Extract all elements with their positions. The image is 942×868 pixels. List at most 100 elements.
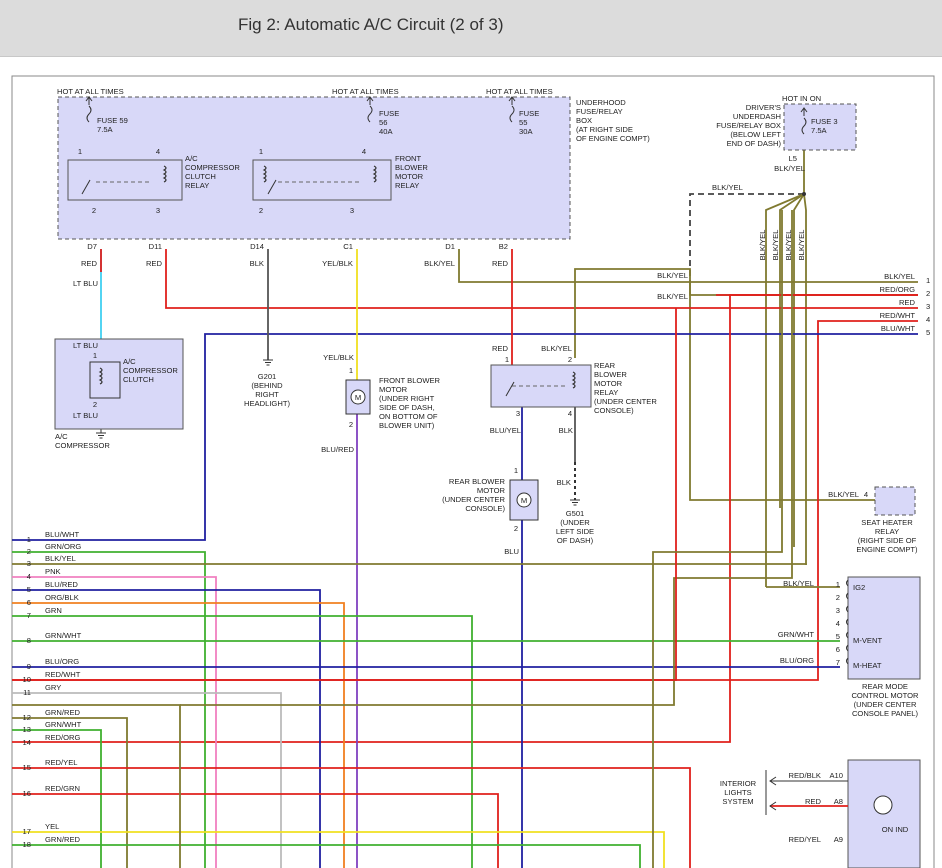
interior-pin: A8 bbox=[834, 797, 843, 806]
wire-color-label: GRN/WHT bbox=[778, 630, 815, 639]
wire-color-label: BLU/YEL bbox=[490, 426, 521, 435]
seat-heater-label: RELAY bbox=[875, 527, 899, 536]
hot-label: HOT AT ALL TIMES bbox=[332, 87, 399, 96]
wire-color-label: BLK/YEL bbox=[784, 230, 793, 261]
g501-label: (UNDER bbox=[560, 518, 590, 527]
wire-color-label: BLK bbox=[250, 259, 264, 268]
indicator-lamp-icon bbox=[873, 795, 893, 815]
header-bar: Fig 2: Automatic A/C Circuit (2 of 3) bbox=[0, 0, 942, 57]
left-connector-pin: 10 bbox=[23, 675, 31, 684]
left-connector-wire: RED/GRN bbox=[45, 784, 80, 793]
left-connector-wire: GRN/WHT bbox=[45, 631, 82, 640]
dash-box-label: (BELOW LEFT bbox=[730, 130, 781, 139]
wire-color-label: BLK/YEL bbox=[771, 230, 780, 261]
fuse-55-label: FUSE bbox=[519, 109, 539, 118]
wire-color-label: BLK bbox=[557, 478, 571, 487]
wire-color-label: BLK/YEL bbox=[712, 183, 743, 192]
wire-color-label: YEL/BLK bbox=[322, 259, 353, 268]
left-wire bbox=[12, 844, 641, 868]
wire-feeder bbox=[180, 210, 793, 706]
mode-motor-label: CONTROL MOTOR bbox=[851, 691, 919, 700]
right-connector-pin: 5 bbox=[926, 328, 930, 337]
wire-color-label: BLK/YEL bbox=[657, 292, 688, 301]
g201-label: G201 bbox=[258, 372, 277, 381]
right-connector-wire: BLK/YEL bbox=[884, 272, 915, 281]
right-connector-wire: RED/ORG bbox=[880, 285, 916, 294]
fuse-box-location: (AT RIGHT SIDE bbox=[576, 125, 633, 134]
left-connector-wire: GRN/RED bbox=[45, 708, 81, 717]
pin-number: 1 bbox=[259, 147, 263, 156]
left-connector-pin: 11 bbox=[23, 688, 31, 697]
wire-color-label: BLK bbox=[559, 426, 573, 435]
pin-socket bbox=[846, 618, 849, 626]
wire-color-label: RED bbox=[146, 259, 163, 268]
fuse-56-label: 40A bbox=[379, 127, 393, 136]
rear-motor-icon bbox=[516, 492, 532, 508]
left-wire bbox=[12, 576, 217, 868]
relay-switch bbox=[81, 179, 91, 195]
hot-label: HOT AT ALL TIMES bbox=[486, 87, 553, 96]
pin-number: 3 bbox=[516, 409, 520, 418]
relay1-label: A/C bbox=[185, 154, 198, 163]
mode-motor-pin: 1 bbox=[836, 580, 840, 589]
relay-coil-icon bbox=[162, 165, 167, 183]
fuse-56-label: 56 bbox=[379, 118, 387, 127]
wire-color-label: BLK/YEL bbox=[797, 230, 806, 261]
interior-pin: A10 bbox=[829, 771, 843, 780]
left-wire bbox=[12, 717, 128, 868]
left-connector-pin: 4 bbox=[27, 572, 31, 581]
pin-number: 1 bbox=[78, 147, 82, 156]
left-connector-pin: 5 bbox=[27, 585, 31, 594]
relay2-label: RELAY bbox=[395, 181, 419, 190]
right-connector-pin: 2 bbox=[926, 289, 930, 298]
wire-blk-yel bbox=[765, 193, 805, 587]
fuse-box-location: UNDERHOOD bbox=[576, 98, 626, 107]
wire-color-label: BLK/YEL bbox=[828, 490, 859, 499]
connector-id: D11 bbox=[149, 242, 162, 251]
fuse-55-icon bbox=[509, 105, 515, 123]
arrow-left-icon bbox=[769, 801, 777, 811]
interior-lights-label: SYSTEM bbox=[722, 797, 753, 806]
left-wire bbox=[12, 793, 499, 868]
wire-color-label: BLK/YEL bbox=[424, 259, 455, 268]
relay-switch bbox=[267, 179, 277, 195]
left-connector-pin: 14 bbox=[23, 738, 31, 747]
pin-number: 3 bbox=[156, 206, 160, 215]
arrow-left-icon bbox=[769, 776, 777, 786]
relay1-label: COMPRESSOR bbox=[185, 163, 240, 172]
fuse-56-icon bbox=[367, 105, 373, 123]
compressor-label: A/C bbox=[123, 357, 136, 366]
left-connector-pin: 2 bbox=[27, 547, 31, 556]
g501-label: OF DASH) bbox=[557, 536, 594, 545]
left-wire bbox=[12, 589, 321, 868]
fuse-box-location: FUSE/RELAY bbox=[576, 107, 623, 116]
connector-id: D1 bbox=[445, 242, 455, 251]
relay2-label: BLOWER bbox=[395, 163, 428, 172]
pin-socket bbox=[846, 644, 849, 652]
mode-motor-pin: 5 bbox=[836, 632, 840, 641]
right-connector-pin: 4 bbox=[926, 315, 930, 324]
fuse-3-label: 7.5A bbox=[811, 126, 828, 135]
left-connector-wire: BLK/YEL bbox=[45, 554, 76, 563]
connector-id: D7 bbox=[87, 242, 97, 251]
relay-coil-icon bbox=[571, 371, 576, 389]
left-connector-pin: 15 bbox=[23, 763, 31, 772]
left-wire bbox=[12, 602, 345, 868]
wire-blk-yel-long bbox=[652, 210, 783, 868]
wire-color-label: BLK/YEL bbox=[758, 230, 767, 261]
left-connector-pin: 17 bbox=[23, 827, 31, 836]
mode-motor-label: CONSOLE PANEL) bbox=[852, 709, 919, 718]
wire-color-label: RED bbox=[492, 344, 509, 353]
left-connector-pin: 12 bbox=[23, 713, 31, 722]
left-connector-pin: 8 bbox=[27, 636, 31, 645]
compressor-caption: COMPRESSOR bbox=[55, 441, 110, 450]
pin-number: 4 bbox=[568, 409, 572, 418]
mode-terminal: M-VENT bbox=[853, 636, 882, 645]
left-wire bbox=[12, 692, 282, 868]
wire-blu-wht-right-5 bbox=[12, 333, 918, 541]
left-connector-pin: 13 bbox=[23, 725, 31, 734]
left-wire bbox=[12, 551, 206, 868]
ac-compressor-clutch-relay bbox=[67, 159, 183, 201]
wire-color-label: BLK/YEL bbox=[783, 579, 814, 588]
rear-relay-label: MOTOR bbox=[594, 379, 623, 388]
